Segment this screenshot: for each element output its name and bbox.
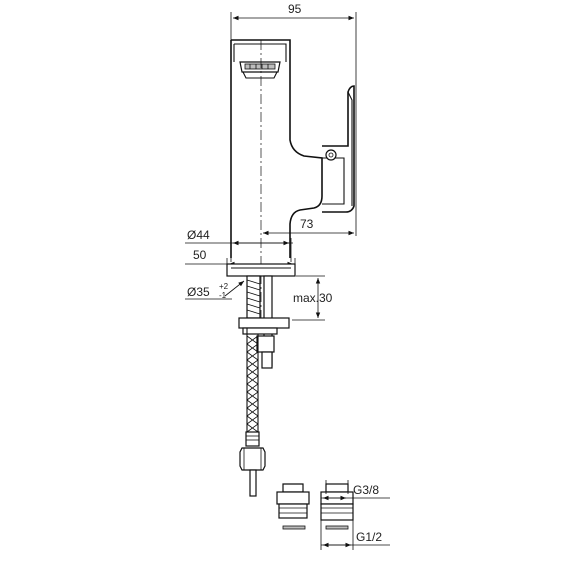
base-diameter-label: Ø44	[187, 228, 210, 242]
spout-reach-label: 73	[300, 217, 314, 231]
lever-handle	[322, 85, 355, 213]
dimension-overall-width: 95	[230, 2, 357, 236]
dimension-thread-connection: G1/2	[320, 520, 390, 550]
faucet-body	[230, 39, 355, 258]
hole-tolerance-upper: +2	[219, 282, 229, 291]
dimension-thread-outer: G3/8	[321, 480, 390, 501]
dimension-spout-reach: 73	[260, 40, 354, 320]
adapter-left	[276, 483, 310, 530]
dimension-max-thickness: max.30	[292, 275, 333, 321]
hole-tolerance-lower: -1	[219, 291, 227, 300]
dimension-base-diameter: Ø44	[185, 228, 293, 262]
overall-width-label: 95	[288, 2, 302, 16]
max-thickness-label: max.30	[293, 291, 333, 305]
fixing-plate	[238, 317, 290, 369]
thread-connection-label: G1/2	[356, 530, 382, 544]
base-width-label: 50	[193, 248, 207, 262]
thread-outer-label: G3/8	[353, 483, 379, 497]
braided-hose	[239, 328, 266, 497]
dimension-hole-diameter: Ø35 +2 -1	[185, 280, 245, 300]
aerator-icon	[239, 61, 281, 79]
faucet-base	[226, 263, 296, 277]
hole-diameter-label: Ø35	[187, 285, 210, 299]
